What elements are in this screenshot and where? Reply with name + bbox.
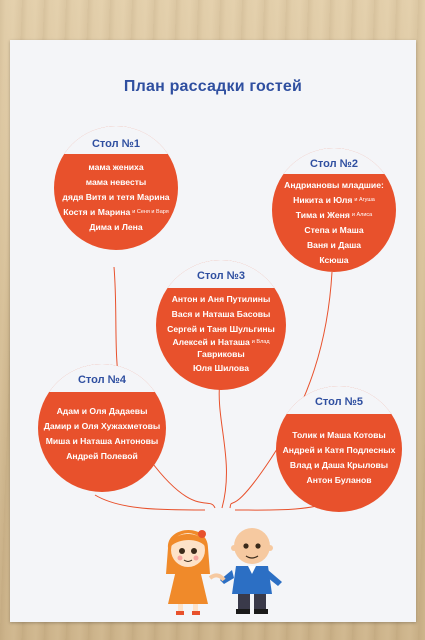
guest-line: Влад и Даша Крыловы [289,460,389,471]
table-2-title: Стол №2 [309,158,359,170]
guest-line: Толик и Маша Котовы [292,430,386,441]
poster-title: План рассадки гостей [123,78,303,95]
table-3-title: Стол №3 [196,270,246,282]
table-1-balloon: Стол №1 мама жениха мама невесты дядя Ви… [54,126,178,250]
guest-line: Юля Шилова [193,363,249,374]
guest-line: Вася и Наташа Басовы [171,309,271,320]
table-5-title: Стол №5 [314,396,364,408]
guest-line: Дима и Лена [89,222,143,233]
table-5-balloon: Стол №5 Толик и Маша Котовы Андрей и Кат… [276,386,402,512]
guest-line: Андрей и Катя Подлесных [282,445,396,456]
guest-line: Андриановы младшие: [284,180,384,191]
bride-figure [166,529,210,615]
table-4-guest-list: Адам и Оля Дадаевы Дамир и Оля Хужахмето… [38,404,166,464]
table-4-title: Стол №4 [77,374,127,386]
guest-line: Сергей и Таня Шульгины [167,324,275,335]
table-4-balloon: Стол №4 Адам и Оля Дадаевы Дамир и Оля Х… [38,364,166,492]
groom-figure [220,528,282,614]
table-1-guest-list: мама жениха мама невесты дядя Витя и тет… [54,160,178,235]
couple-illustration [166,528,282,615]
guest-line: Антон и Аня Путилины [171,294,271,305]
guest-line: Ваня и Даша [306,240,362,251]
guest-line: Андрей Полевой [66,451,138,462]
guest-line: дядя Витя и тетя Марина [62,192,170,203]
guest-line: Степа и Маша [304,225,364,236]
guest-line: Дамир и Оля Хужахметовы [43,421,161,432]
guest-line: мама жениха [88,162,144,173]
guest-line: Ксюша [319,255,349,266]
seating-plan-poster: План рассадки гостей Стол №1 мама жениха… [10,40,416,622]
table-5-guest-list: Толик и Маша Котовы Андрей и Катя Подлес… [276,428,402,488]
guest-line: Антон Буланов [306,475,372,486]
table-1-title: Стол №1 [91,138,141,150]
guest-line: Адам и Оля Дадаевы [56,406,148,417]
table-3-guest-list: Антон и Аня Путилины Вася и Наташа Басов… [156,292,286,376]
table-3-balloon: Стол №3 Антон и Аня Путилины Вася и Ната… [156,260,286,390]
table-2-balloon: Стол №2 Андриановы младшие: Никита и Юля… [272,148,396,272]
guest-line: Миша и Наташа Антоновы [45,436,159,447]
guest-line: Гавриковы [197,349,245,360]
guest-line: мама невесты [85,177,147,188]
